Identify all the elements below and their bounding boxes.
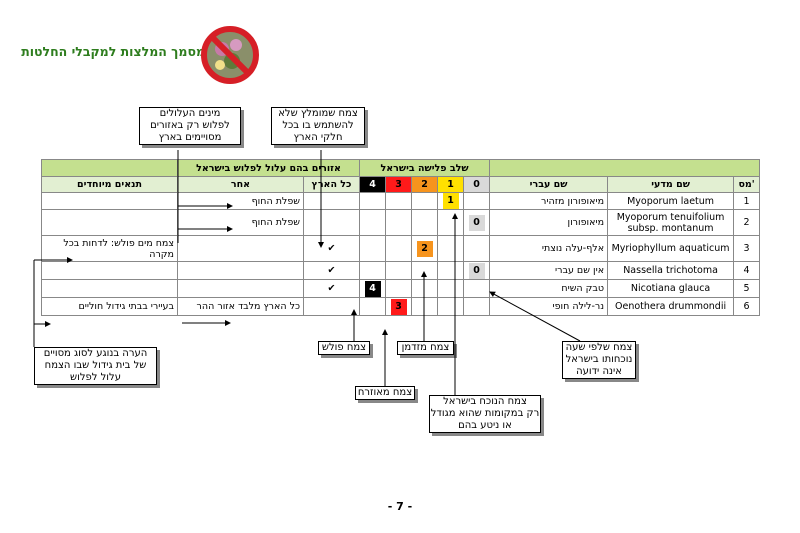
stage-0-cell: 0 [462, 261, 491, 280]
no-plants-sign-icon [200, 25, 260, 85]
callout-line: לפלוש רק באזורים [150, 120, 230, 131]
stage-marker: 1 [442, 193, 459, 209]
callout-line: נוכחותו בישראל [565, 354, 633, 365]
other-header: אחר [177, 176, 304, 193]
stage-1-cell [437, 209, 464, 236]
stage-3-cell [385, 209, 412, 236]
page-number: - 7 - [387, 500, 413, 513]
stage-0-cell [462, 297, 491, 316]
stage-marker: 2 [416, 240, 433, 257]
callout-invasive: צמח פולש [318, 341, 370, 355]
invasive-plants-table: אזורים בהם עלול לפלוש בישראל שלב פלישה ב… [41, 159, 761, 316]
special-conditions-cell: צמח מים פולש: לדחות בכל מקרה [41, 235, 178, 262]
row-number-cell: 6 [733, 297, 761, 316]
stage-0-header: 0 [462, 176, 491, 193]
callout-present-cultivated: צמח הנוכח בישראל רק במקומות שהוא מגודל א… [429, 395, 541, 433]
row-number-cell: 2 [733, 209, 761, 236]
number-header: מס' [733, 176, 761, 193]
special-header: תנאים מיוחדים [41, 176, 178, 193]
empty-header [41, 159, 178, 177]
column-header-row: תנאים מיוחדים אחר כל הארץ 4 3 2 1 0 שם ע… [41, 176, 761, 193]
callout-line: צמח הנוכח בישראל [443, 396, 527, 407]
callout-line: צמח מזדמן [401, 342, 450, 353]
callout-line: של בית גידול שבו הצמח [44, 360, 147, 371]
stage-marker: 0 [468, 214, 485, 231]
callout-line: מינים העלולים [159, 108, 221, 119]
stage-marker: 0 [468, 262, 485, 279]
callout-casual: צמח מזדמן [397, 341, 454, 355]
group-header-row: אזורים בהם עלול לפלוש בישראל שלב פלישה ב… [41, 159, 761, 177]
stage-2-cell: 2 [411, 235, 438, 262]
stage-0-cell [462, 235, 491, 262]
callout-line: צמח שלפי שעה [565, 342, 633, 353]
scientific-name-cell: Myriophyllum aquaticum [607, 235, 735, 262]
whole-country-header: כל הארץ [303, 176, 360, 193]
stage-marker: 3 [390, 298, 407, 315]
callout-regional-invasive: מינים העלולים לפלוש רק באזורים מסויימים … [139, 107, 241, 145]
stage-2-cell [411, 209, 438, 236]
callout-line: עלול לפלוש [70, 372, 121, 383]
callout-not-recommended: צמח שמומלץ שלא להשתמש בו בכל חלקי הארץ [271, 107, 365, 145]
scientific-name-cell: Oenothera drummondii [607, 297, 735, 316]
row-number-cell: 5 [733, 279, 761, 298]
callout-naturalized: צמח מאוזרח [355, 386, 415, 400]
callout-line: להשתמש בו בכל [282, 120, 354, 131]
stage-3-cell [385, 235, 412, 262]
stage-4-cell: 4 [359, 279, 386, 298]
stage-3-cell: 3 [385, 297, 412, 316]
callout-line: רק במקומות שהוא מגודל [430, 408, 540, 419]
stage-4-header: 4 [359, 176, 386, 193]
callout-unknown-presence: צמח שלפי שעה נוכחותו בישראל אינה ידועה [562, 341, 636, 379]
callout-line: צמח מאוזרח [357, 387, 413, 398]
stage-marker: 4 [364, 280, 381, 297]
callout-line: אינה ידועה [576, 366, 622, 377]
callout-habitat-note: הערה בנוגע לסוג מסויים של בית גידול שבו … [34, 347, 157, 385]
callout-line: צמח פולש [321, 342, 367, 353]
callout-line: חלקי הארץ [293, 132, 343, 143]
callout-line: צמח שמומלץ שלא [278, 108, 358, 119]
document-title: מסמך המלצות למקבלי החלטות [21, 44, 205, 59]
callout-line: מסויימים בארץ [158, 132, 222, 143]
callout-line: או ניטע בהם [458, 420, 512, 431]
row-number-cell: 3 [733, 235, 761, 262]
callout-line: הערה בנוגע לסוג מסויים [43, 348, 148, 359]
